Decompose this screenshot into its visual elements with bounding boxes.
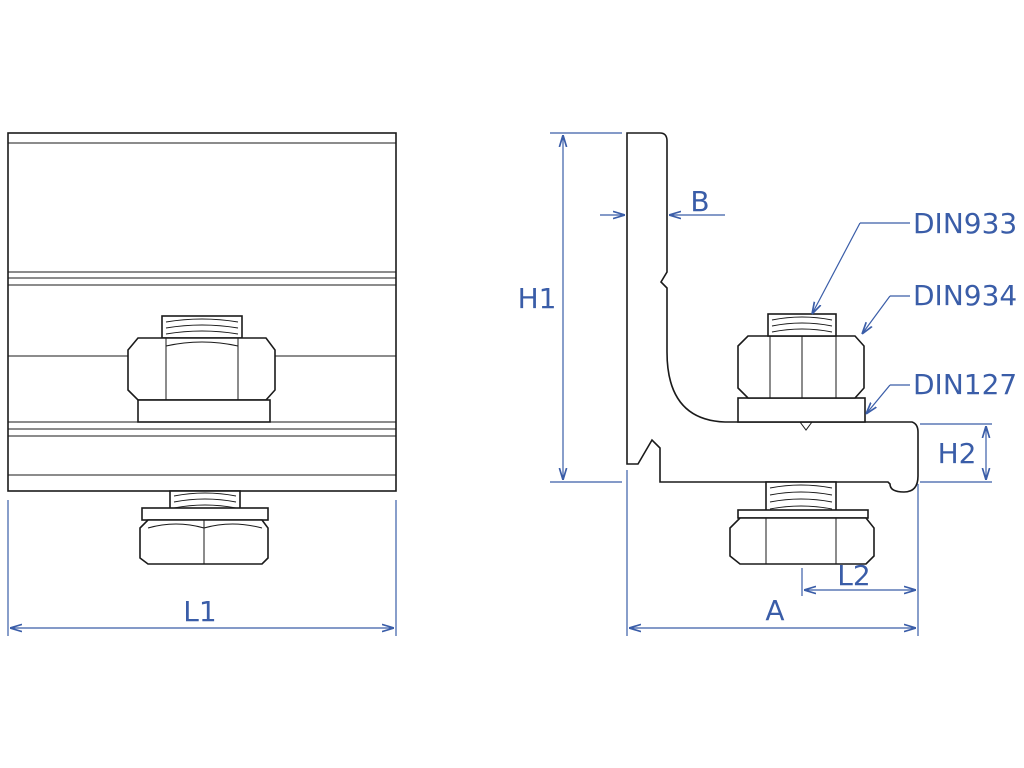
spring-washer: [737, 397, 866, 423]
l-bracket-profile: [626, 132, 919, 493]
side-view: H1 B DIN933 DIN934 DIN127: [518, 132, 1017, 636]
label-l1: L1: [183, 595, 216, 628]
front-view: L1: [7, 132, 397, 636]
label-din934: DIN934: [913, 279, 1017, 312]
label-a: A: [765, 594, 784, 627]
nut-bottom-side: [729, 509, 875, 565]
label-din127: DIN127: [913, 368, 1017, 401]
label-l2: L2: [837, 559, 870, 592]
leader-din933: DIN933: [812, 207, 1017, 314]
washer-front: [137, 399, 271, 423]
bolt-thread-top-side: [767, 313, 837, 337]
clamp-body-front: [7, 132, 397, 492]
label-h2: H2: [938, 437, 977, 470]
dimension-b: B: [600, 185, 725, 218]
nut-top-front: [127, 337, 276, 401]
dimension-a: A: [626, 470, 916, 636]
dimension-l2: L2: [801, 484, 919, 636]
nut-bottom-front: [139, 507, 269, 565]
nut-top-side: [737, 335, 865, 399]
bolt-thread-bottom-side: [765, 481, 837, 515]
dimension-l1: L1: [7, 500, 397, 636]
dimension-h2: H2: [920, 423, 992, 483]
bolt-thread-top-front: [161, 315, 243, 339]
label-h1: H1: [518, 282, 557, 315]
label-din933: DIN933: [913, 207, 1017, 240]
dimension-h1: H1: [518, 132, 622, 483]
leader-din127: DIN127: [866, 368, 1017, 414]
leader-din934: DIN934: [862, 279, 1017, 334]
label-b: B: [690, 185, 709, 218]
